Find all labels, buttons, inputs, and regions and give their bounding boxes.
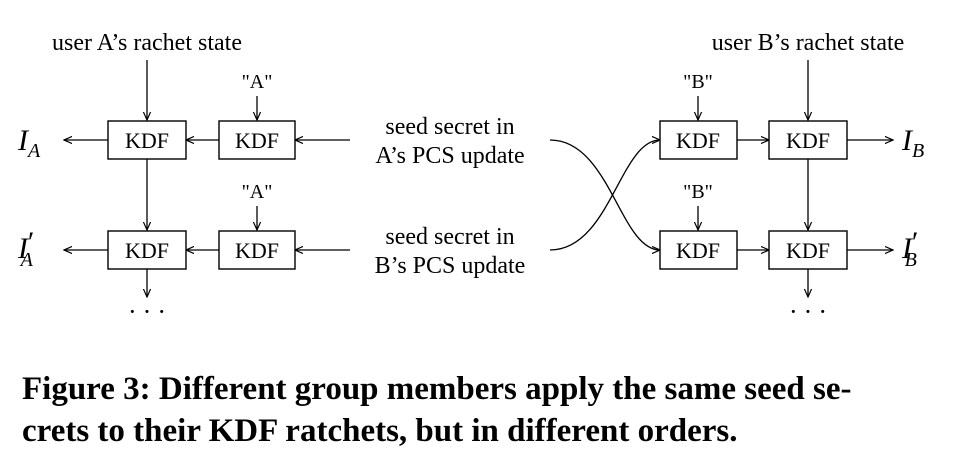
output-i-prime-b: I′B	[901, 226, 917, 271]
continuation-dots-b: ···	[789, 297, 833, 326]
quote-b-bottom: "B"	[683, 181, 713, 203]
output-i-b: IB	[901, 124, 924, 162]
kdf-label: KDF	[125, 238, 169, 263]
seed-b-line2: B’s PCS update	[375, 253, 526, 279]
kdf-label: KDF	[786, 238, 830, 263]
continuation-dots-a: ···	[128, 297, 172, 326]
caption-line-2: crets to their KDF ratchets, but in diff…	[22, 413, 738, 449]
quote-b-top: "B"	[683, 71, 713, 93]
kdf-label: KDF	[235, 238, 279, 263]
user-a-state-label: user A’s rachet state	[52, 30, 242, 56]
kdf-box-b-ratchet-1: KDF	[768, 120, 848, 160]
kdf-box-a-ratchet-1: KDF	[107, 120, 187, 160]
figure-caption: Figure 3: Different group members apply …	[22, 368, 962, 452]
caption-line-1: Figure 3: Different group members apply …	[22, 371, 852, 407]
kdf-box-b-ratchet-2: KDF	[768, 230, 848, 270]
kdf-label: KDF	[235, 128, 279, 153]
seed-b-cross-curve	[549, 140, 660, 251]
kdf-box-a-ratchet-2: KDF	[107, 230, 187, 270]
quote-a-top: "A"	[242, 71, 273, 93]
seed-a-cross-curve	[549, 139, 660, 250]
kdf-label: KDF	[125, 128, 169, 153]
kdf-box-b-seed-2: KDF	[659, 230, 738, 270]
output-i-prime-a: I′A	[17, 226, 34, 271]
kdf-label: KDF	[676, 128, 720, 153]
kdf-label: KDF	[676, 238, 720, 263]
quote-a-bottom: "A"	[242, 181, 273, 203]
kdf-box-a-seed-2: KDF	[218, 230, 296, 270]
kdf-box-a-seed-1: KDF	[218, 120, 296, 160]
output-i-a: IA	[17, 124, 41, 162]
kdf-box-b-seed-1: KDF	[659, 120, 738, 160]
seed-a-line1: seed secret in	[385, 114, 514, 140]
seed-a-line2: A’s PCS update	[375, 143, 524, 169]
kdf-label: KDF	[786, 128, 830, 153]
user-b-state-label: user B’s rachet state	[712, 30, 905, 56]
seed-b-line1: seed secret in	[385, 224, 514, 250]
